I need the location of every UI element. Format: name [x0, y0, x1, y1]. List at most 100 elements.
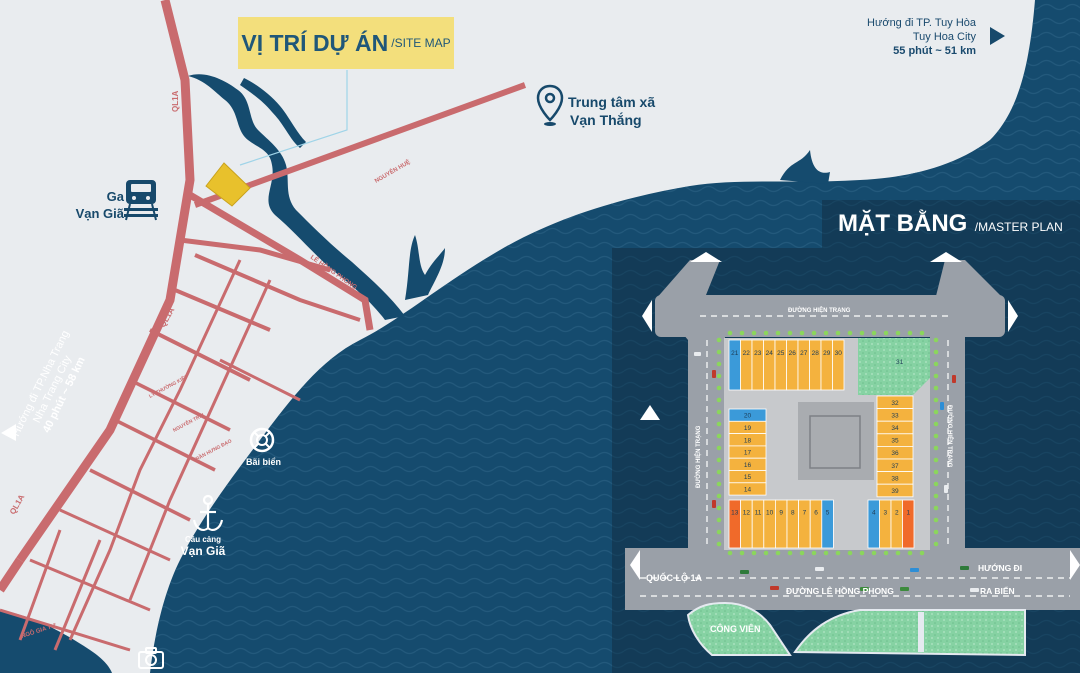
tree-dot: [933, 541, 939, 547]
master-plan-title: MẶT BẰNG /MASTER PLAN: [838, 210, 1063, 238]
tree-dot: [739, 550, 745, 556]
lot-2[interactable]: [890, 499, 903, 549]
tree-dot: [716, 409, 722, 415]
lot-label: 29: [823, 350, 831, 357]
lot-label: 12: [743, 509, 751, 516]
lot-29[interactable]: [820, 339, 833, 391]
lot-10[interactable]: [763, 499, 776, 549]
tree-row: [716, 330, 939, 556]
tree-dot: [716, 421, 722, 427]
lot-4[interactable]: [867, 499, 880, 549]
master-plan-title-main: MẶT BẰNG: [838, 210, 968, 237]
tuy-hoa-line1: Hướng đi TP. Tuy Hòa: [867, 17, 976, 29]
lot-23[interactable]: [751, 339, 764, 391]
tree-dot: [835, 330, 841, 336]
tree-dot: [716, 337, 722, 343]
tree-dot: [775, 330, 781, 336]
tree-dot: [907, 550, 913, 556]
location-pin-icon: [536, 84, 564, 126]
tree-dot: [811, 550, 817, 556]
station-label: Ga Vạn Giã: [70, 188, 124, 222]
lot-28[interactable]: [809, 339, 822, 391]
tree-dot: [933, 397, 939, 403]
tree-dot: [716, 517, 722, 523]
tree-dot: [775, 550, 781, 556]
tree-dot: [933, 505, 939, 511]
road-label-left: ĐƯỜNG HIỆN TRẠNG: [694, 425, 702, 488]
cars: [694, 352, 979, 592]
lot-30[interactable]: [832, 339, 845, 391]
commune-label: Trung tâm xã Vạn Thắng: [568, 93, 655, 129]
lot-1[interactable]: [902, 499, 915, 549]
tree-dot: [883, 550, 889, 556]
lot-label: 15: [744, 474, 752, 481]
lot-label: 18: [744, 437, 752, 444]
tree-dot: [716, 541, 722, 547]
tree-dot: [933, 373, 939, 379]
master-plan-title-sub: /MASTER PLAN: [974, 220, 1063, 234]
tree-dot: [716, 361, 722, 367]
lot-39[interactable]: [876, 483, 914, 498]
lot-24[interactable]: [763, 339, 776, 391]
lot-13[interactable]: [728, 499, 742, 549]
tree-dot: [763, 330, 769, 336]
lot-8[interactable]: [786, 499, 800, 549]
project-site-marker[interactable]: [205, 70, 348, 207]
lot-26[interactable]: [786, 339, 799, 391]
lot-7[interactable]: [798, 499, 811, 549]
lot-9[interactable]: [775, 499, 788, 549]
road-network: [0, 0, 527, 652]
lot-label: 33: [891, 412, 899, 419]
lot-5[interactable]: [821, 499, 834, 549]
camera-icon[interactable]: [138, 647, 164, 669]
lot-label: 38: [891, 475, 899, 482]
road-label-bottom: ĐƯỜNG LÊ HỒNG PHONG: [786, 585, 894, 596]
lot-22[interactable]: [740, 339, 753, 391]
lot-21[interactable]: [728, 339, 741, 391]
road-arrows: [630, 252, 1080, 580]
lot-label: 26: [789, 350, 797, 357]
lot-label: 23: [754, 350, 762, 357]
lot-label: 10: [766, 509, 774, 516]
port-line1: Cầu cảng: [184, 535, 221, 544]
lot-label: 21: [731, 350, 739, 357]
lot-label: 14: [744, 486, 752, 493]
lot-label: 16: [744, 462, 752, 469]
lot-label: 34: [891, 425, 899, 432]
tree-dot: [933, 433, 939, 439]
beach-label: Bãi biển: [246, 457, 282, 467]
lot-31-area[interactable]: [858, 338, 930, 395]
tree-dot: [716, 445, 722, 451]
lot-6[interactable]: [809, 499, 823, 549]
arrow-right-icon: [990, 27, 1005, 45]
tuy-hoa-line2: Tuy Hoa City: [912, 31, 976, 43]
lot-14[interactable]: [728, 482, 767, 496]
site-map-title-sub: /SITE MAP: [391, 36, 451, 50]
lot-25[interactable]: [774, 339, 787, 391]
station-line2: Vạn Giã: [75, 206, 124, 221]
tree-dot: [716, 397, 722, 403]
tree-dot: [823, 330, 829, 336]
tree-dot: [933, 349, 939, 355]
road-label-right: ĐƯỜNG HIỆN TRẠNG: [946, 405, 954, 468]
park-area: [686, 601, 1026, 657]
tree-dot: [895, 550, 901, 556]
lot-27[interactable]: [797, 339, 810, 391]
lot-12[interactable]: [740, 499, 753, 549]
lot-label: 2: [895, 509, 899, 516]
tree-dot: [895, 330, 901, 336]
street-ql1a-top: QL1A: [171, 90, 180, 112]
station-line1: Ga: [106, 189, 124, 204]
lot-label: 1: [906, 509, 910, 516]
arrow-left-icon: [1, 424, 16, 441]
tree-dot: [859, 330, 865, 336]
lot-label: 36: [891, 450, 899, 457]
lot-label: 39: [891, 488, 899, 495]
tree-dot: [716, 505, 722, 511]
lot-3[interactable]: [879, 499, 892, 549]
lot-11[interactable]: [751, 499, 765, 549]
